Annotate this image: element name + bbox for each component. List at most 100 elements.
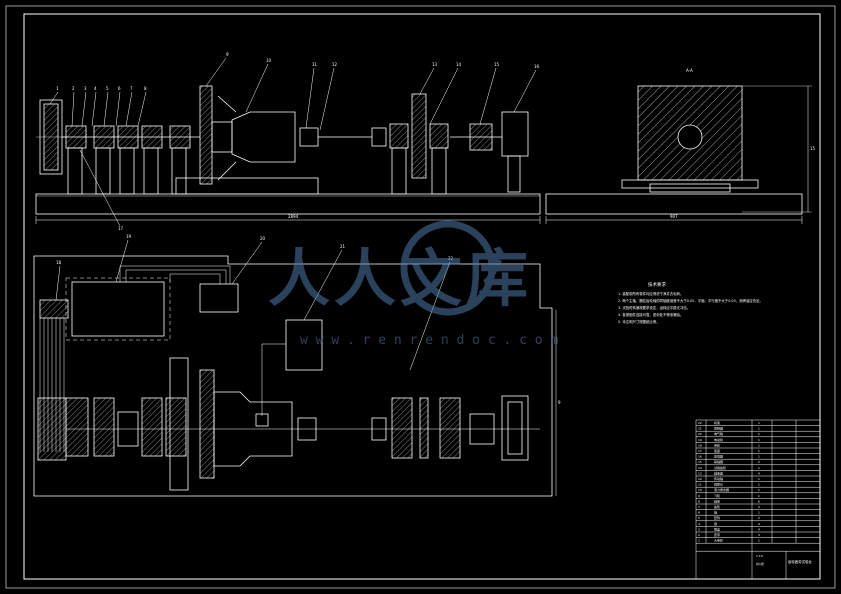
parts-row-qty: 1 (758, 455, 760, 459)
parts-row-qty: 1 (758, 432, 760, 436)
watermark-url: w w w . r e n r e n d o c . c o m (300, 333, 558, 348)
parts-row-no: 16 (698, 455, 702, 459)
balloon-2: 2 (72, 86, 75, 91)
parts-row-qty: 1 (758, 488, 760, 492)
parts-row-name: 套筒 (714, 515, 720, 520)
side-view (545, 85, 812, 224)
parts-row-qty: 6 (758, 499, 760, 503)
parts-row-name: 皮带 (714, 532, 720, 537)
side-height-dimension: 15 (810, 146, 816, 151)
parts-row-name: 液力偶合器 (714, 487, 729, 492)
parts-row-qty: 1 (758, 438, 760, 442)
parts-row-qty: 1 (758, 427, 760, 431)
parts-row-name: 电动机 (714, 437, 723, 442)
side-width-dimension: 907 (670, 214, 678, 219)
parts-row-no: 15 (698, 460, 702, 464)
parts-row-qty: 4 (758, 522, 760, 526)
parts-row-name: 联轴器 (714, 459, 723, 464)
parts-row-qty: 2 (758, 516, 760, 520)
watermark-brand: 人人文库 (268, 242, 532, 315)
parts-row-qty: 1 (758, 466, 760, 470)
parts-row-name: 加载器 (714, 454, 723, 459)
balloon-10: 10 (266, 58, 272, 63)
parts-row-qty: 2 (758, 505, 760, 509)
watermark: 人人文库 w w w . r e n r e n d o c . c o m (268, 220, 558, 348)
plan-view-balloons (55, 239, 451, 371)
parts-row-name: 扭矩仪 (714, 482, 723, 487)
tech-note-5: 5. 未注明尺寸按图纸比例。 (618, 319, 660, 324)
balloon-7: 7 (130, 86, 133, 91)
parts-row-no: 8 (698, 499, 700, 503)
balloon-21: 21 (340, 244, 346, 249)
parts-row-qty: 1 (758, 449, 760, 453)
parts-row-qty: 1 (758, 477, 760, 481)
parts-row-no: 21 (698, 427, 702, 431)
parts-row-qty: 1 (758, 421, 760, 425)
parts-row-no: 17 (698, 449, 702, 453)
parts-row-name: 飞轮 (714, 493, 720, 498)
parts-row-name: 轴承座 (714, 470, 723, 475)
parts-row-qty: 1 (758, 539, 760, 543)
parts-row-no: 19 (698, 438, 702, 442)
balloon-17: 17 (118, 226, 124, 231)
parts-row-no: 20 (698, 432, 702, 436)
parts-row-no: 11 (698, 483, 702, 487)
balloon-12: 12 (332, 62, 338, 67)
parts-row-name: 试验齿轮 (714, 465, 726, 470)
parts-row-name: 键 (714, 521, 717, 526)
parts-row-name: 轴承 (714, 498, 720, 503)
balloon-15: 15 (494, 62, 500, 67)
parts-row-no: 13 (698, 471, 702, 475)
balloon-22: 22 (448, 256, 454, 261)
parts-row-no: 10 (698, 488, 702, 492)
balloon-16: 16 (534, 64, 540, 69)
tech-notes: 技术要求 1. 装配前所有零件均应清洗干净并去毛刺。 2. 两个主轴、圆柱齿轮轴… (618, 281, 763, 324)
balloon-9: 9 (226, 52, 229, 57)
balloon-11: 11 (312, 62, 318, 67)
parts-row-no: 4 (698, 522, 700, 526)
parts-row-no: 9 (698, 494, 700, 498)
parts-row-no: 18 (698, 443, 702, 447)
parts-row-no: 22 (698, 421, 702, 425)
balloon-3: 3 (84, 86, 87, 91)
balloon-5: 5 (106, 86, 109, 91)
section-label: A-A (686, 68, 693, 73)
drawing-sheet-count: 共1张 (756, 561, 764, 566)
tech-note-1: 1. 装配前所有零件均应清洗干净并去毛刺。 (618, 291, 683, 296)
front-view (35, 85, 541, 224)
plan-height-dimension: 9 (558, 400, 561, 405)
parts-row-no: 2 (698, 533, 700, 537)
inner-border (23, 13, 821, 580)
parts-row-no: 14 (698, 466, 702, 470)
drawing-name: 齿轮疲劳试验台 (788, 559, 812, 564)
watermark-logo-ring (400, 220, 496, 316)
balloon-1: 1 (56, 86, 59, 91)
balloon-20: 20 (260, 236, 266, 241)
parts-row-name: 轴 (714, 510, 717, 515)
parts-row-qty: 3 (758, 533, 760, 537)
front-view-balloons (49, 57, 537, 227)
parts-row-name: 带轮 (714, 442, 720, 447)
balloon-6: 6 (118, 86, 121, 91)
plan-view (33, 255, 557, 497)
tech-notes-title: 技术要求 (648, 281, 666, 288)
front-length-dimension: 2894 (288, 214, 299, 219)
tech-note-4: 4. 各紧固件连接可靠，密封处不得渗漏油。 (618, 312, 683, 317)
parts-row-qty: 1 (758, 511, 760, 515)
parts-row-name: 齿轮 (714, 504, 720, 509)
parts-row-qty: 1 (758, 483, 760, 487)
parts-row-no: 7 (698, 505, 700, 509)
balloon-14: 14 (456, 62, 462, 67)
balloon-4: 4 (94, 86, 97, 91)
outer-border (5, 5, 836, 589)
parts-row-no: 1 (698, 539, 700, 543)
parts-row-name: 控制器 (714, 426, 723, 431)
parts-row-qty: 1 (758, 443, 760, 447)
balloon-19: 19 (126, 234, 132, 239)
parts-row-qty: 4 (758, 471, 760, 475)
balloon-13: 13 (432, 62, 438, 67)
parts-row-no: 6 (698, 511, 700, 515)
parts-row-qty: 4 (758, 527, 760, 531)
